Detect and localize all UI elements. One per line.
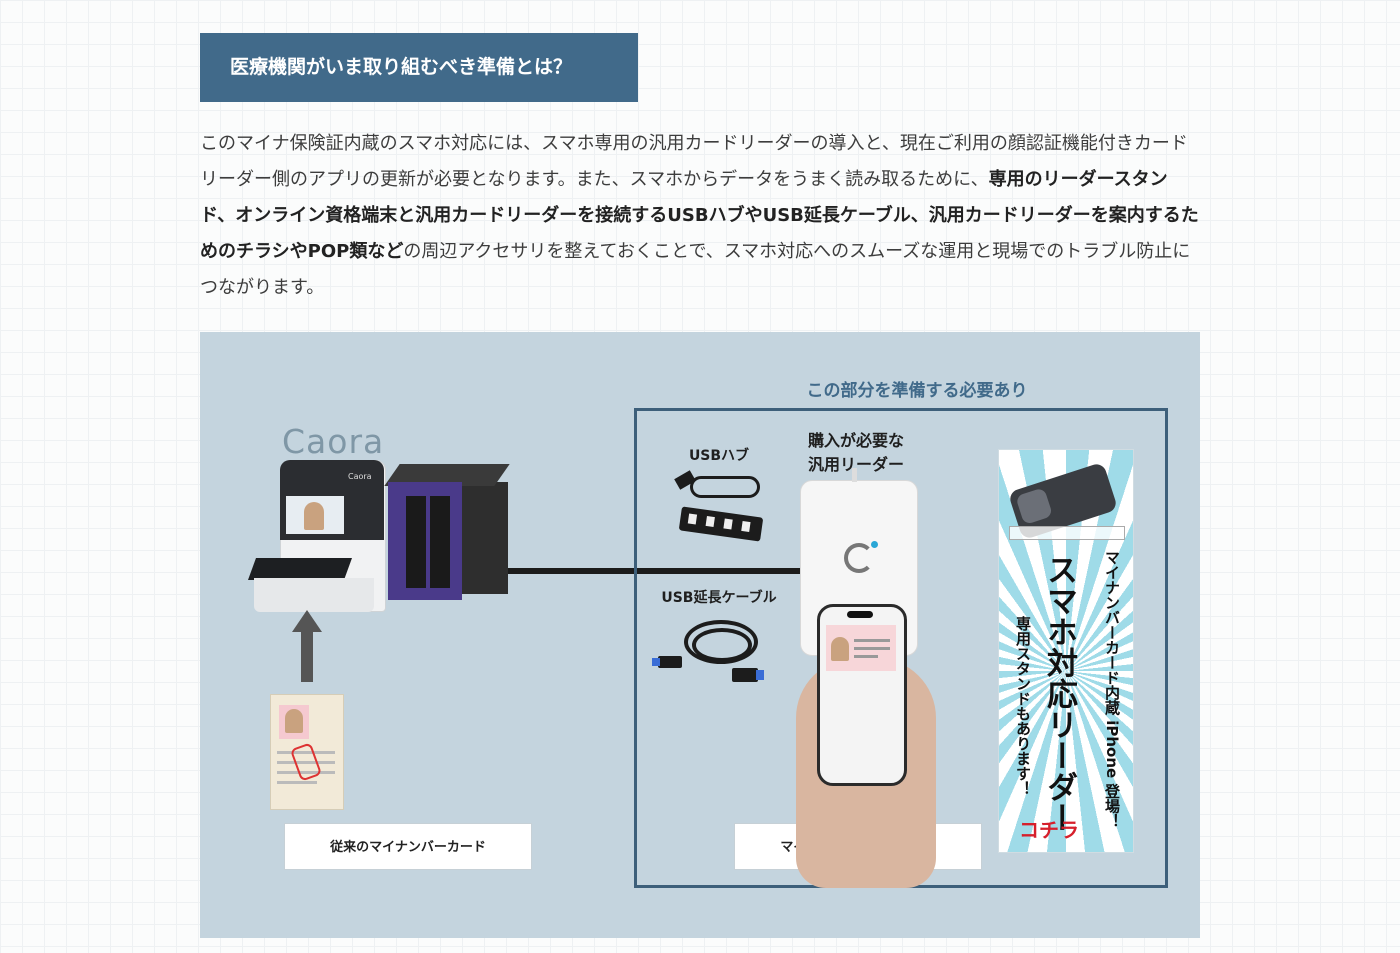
reader-label-line1: 購入が必要な	[807, 431, 904, 450]
kiosk-base	[254, 578, 374, 612]
intro-paragraph: このマイナ保険証内蔵のスマホ対応には、スマホ専用の汎用カードリーダーの導入と、現…	[200, 126, 1200, 306]
kiosk-tray	[247, 558, 353, 580]
paragraph-part1: このマイナ保険証内蔵のスマホ対応には、スマホ専用の汎用カードリーダーの導入と、現…	[200, 133, 1188, 190]
kiosk-device: Caora	[247, 460, 392, 615]
banner-line-right: マイナンバーカード内蔵 iPhone 登場！	[1103, 550, 1121, 829]
label-old-card: 従来のマイナンバーカード	[284, 823, 532, 870]
kiosk-small-brand: Caora	[348, 472, 372, 481]
caora-logo: Caora	[282, 422, 385, 461]
banner-line-left: 専用スタンドもあります！	[1014, 616, 1032, 796]
connection-line	[500, 568, 800, 574]
server-tower	[384, 464, 510, 602]
usb-extension-label: USB延長ケーブル	[661, 590, 777, 606]
banner-line-main: スマホ対応リーダー	[1041, 554, 1077, 833]
setup-figure: この部分を準備する必要あり Caora Caora	[200, 332, 1200, 938]
server-front	[388, 482, 462, 600]
stand-base	[1009, 526, 1125, 540]
reader-cable	[852, 468, 857, 482]
reader-logo-icon	[844, 543, 874, 573]
reader-label: 購入が必要な 汎用リーダー	[786, 429, 926, 477]
smartphone	[817, 604, 907, 786]
kiosk-screen	[286, 496, 344, 534]
banner-cta[interactable]: コチラ	[1019, 818, 1079, 842]
paragraph-part2: の周辺アクセサリを整えておくことで、スマホ対応へのスムーズな運用と現場でのトラブ…	[200, 241, 1191, 298]
drive-bay-right	[430, 496, 450, 588]
usb-extension-cable-icon	[652, 616, 770, 694]
prep-caption: この部分を準備する必要あり	[806, 381, 1028, 401]
server-side	[460, 482, 508, 594]
up-arrow-icon	[292, 610, 322, 682]
drive-bay-left	[406, 496, 426, 588]
ad-banner[interactable]: マイナンバーカード内蔵 iPhone 登場！ スマホ対応リーダー 専用スタンドも…	[998, 449, 1134, 853]
usb-hub-label: USBハブ	[688, 448, 750, 464]
paragraph-bold: 専用のリーダースタンド、オンライン資格端末と汎用カードリーダーを接続するUSBハ…	[200, 169, 1199, 262]
phone-notch	[847, 611, 873, 618]
section-heading: 医療機関がいま取り組むべき準備とは？	[200, 33, 638, 102]
reader-label-line2: 汎用リーダー	[807, 455, 904, 474]
face-photo-icon	[304, 502, 324, 530]
usb-hub-icon	[670, 468, 770, 548]
old-mynumber-card	[270, 694, 344, 810]
phone-card-display	[826, 625, 896, 671]
